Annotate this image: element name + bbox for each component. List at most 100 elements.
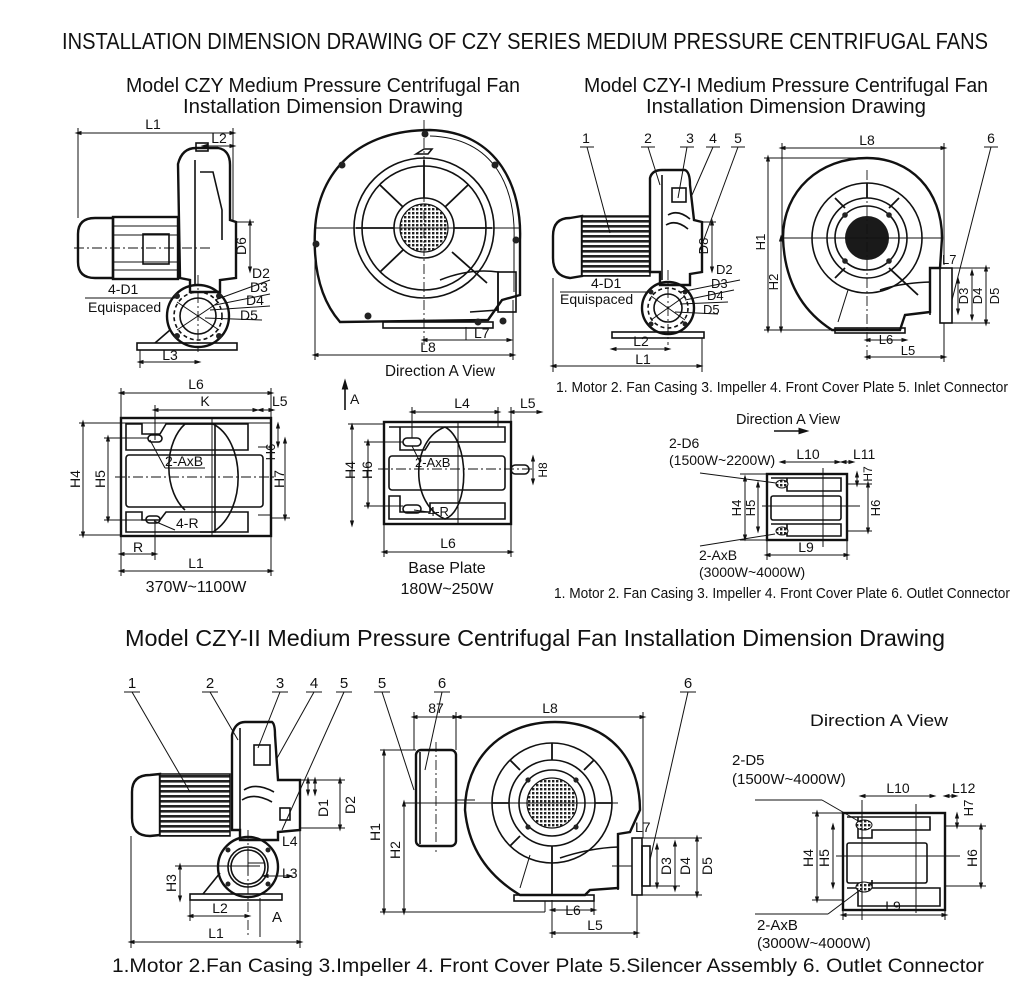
czy1-label-D2: D2 — [716, 262, 733, 277]
base180-caption-2: 180W~250W — [401, 581, 495, 598]
czy2-label-D5: D5 — [699, 857, 715, 875]
czy1-dir-2-D6: 2-D6 — [669, 435, 700, 451]
base180-caption-1: Base Plate — [408, 560, 485, 577]
czy2-dir-L10: L10 — [886, 780, 910, 796]
czy2-label-D4: D4 — [677, 857, 693, 875]
base370-label-R: R — [133, 539, 143, 555]
czy-base-plate-180-250: A L4 L5 H4 H6 H8 2-AxB 4-R L6 Base Plate… — [341, 378, 550, 598]
czy-heading-line1: Model CZY Medium Pressure Centrifugal Fa… — [126, 75, 520, 97]
czy1-dir-2-AxB: 2-AxB — [699, 547, 737, 563]
czy2-dir-H4: H4 — [800, 849, 816, 867]
czy1-label-L7: L7 — [942, 252, 956, 267]
base180-label-A: A — [350, 391, 360, 407]
czy2-label-B7: 87 — [428, 700, 444, 716]
base180-label-L6: L6 — [440, 535, 456, 551]
czy1-label-L1: L1 — [635, 351, 651, 367]
czy2-num-4: 4 — [310, 675, 318, 692]
czy1-label-D8: D8 — [696, 238, 711, 255]
czy1-label-4-D1: 4-D1 — [591, 275, 622, 291]
base370-caption: 370W~1100W — [146, 579, 248, 596]
czy2-dir-H6: H6 — [964, 849, 980, 867]
czy1-label-D5: D5 — [987, 288, 1002, 305]
czy1-dir-L9: L9 — [798, 539, 814, 555]
base370-label-H7: H7 — [271, 470, 287, 488]
czy1-side-view: 1 2 3 4 5 D8 D2 D3 D4 D5 4-D1 Equispaced… — [549, 130, 745, 372]
czy2-dir-AxB-range: (3000W~4000W) — [757, 935, 871, 952]
czy2-label-L6: L6 — [565, 902, 581, 918]
czy2-label-A: A — [272, 909, 282, 926]
czy1-parts-legend-2: 1. Motor 2. Fan Casing 3. Impeller 4. Fr… — [554, 585, 1010, 602]
czy2-front-num-6b: 6 — [684, 675, 692, 692]
base180-label-H6: H6 — [359, 461, 375, 479]
czy1-front-view: L8 6 H1 H2 L7 D3 D4 D5 L6 L5 — [753, 130, 1002, 362]
czy1-num-2: 2 — [644, 130, 652, 146]
czy1-num-5: 5 — [734, 130, 742, 146]
czy2-dir-H5: H5 — [816, 849, 832, 867]
czy1-dir-AxB-range: (3000W~4000W) — [699, 564, 805, 580]
czy1-label-H1: H1 — [753, 234, 768, 251]
czy2-label-L1: L1 — [208, 925, 224, 941]
czy2-heading: Model CZY-II Medium Pressure Centrifugal… — [125, 625, 945, 651]
czy1-label-D5: D5 — [703, 302, 720, 317]
czy1-label-L8: L8 — [859, 132, 875, 148]
czy2-num-3: 3 — [276, 675, 284, 692]
czy-label-D4: D4 — [246, 292, 264, 308]
czy1-dir-H4: H4 — [729, 500, 744, 517]
base370-label-4-R: 4-R — [176, 515, 199, 531]
czy2-label-L8: L8 — [542, 700, 558, 716]
base370-label-2-AxB: 2-AxB — [165, 453, 203, 469]
czy1-dir-H6: H6 — [868, 500, 883, 517]
czy-label-L8: L8 — [420, 339, 436, 355]
base370-label-K: K — [200, 393, 210, 409]
czy-label-D5: D5 — [240, 307, 258, 323]
base180-label-L4: L4 — [454, 395, 470, 411]
czy2-label-L5: L5 — [587, 917, 603, 933]
czy2-dir-L9: L9 — [885, 898, 901, 914]
czy2-dir-L12: L12 — [952, 780, 976, 796]
czy1-num-1: 1 — [582, 130, 590, 146]
czy2-num-5: 5 — [340, 675, 348, 692]
czy-label-L1: L1 — [145, 116, 161, 132]
czy1-dir-L11: L11 — [853, 446, 876, 462]
base370-label-L1: L1 — [188, 555, 204, 571]
czy1-num-6: 6 — [987, 130, 995, 146]
czy2-label-H3: H3 — [163, 874, 179, 892]
czy1-num-3: 3 — [686, 130, 694, 146]
czy2-dir-D5-range: (1500W~4000W) — [732, 771, 846, 788]
czy2-label-L3: L3 — [282, 865, 298, 881]
czy2-direction-a-view: Direction A View 2-D5 (1500W~4000W) L10 … — [732, 711, 986, 952]
czy-label-equispaced: Equispaced — [88, 299, 161, 315]
base370-label-H5: H5 — [92, 470, 108, 488]
czy1-label-H2: H2 — [766, 274, 781, 291]
czy2-label-L4: L4 — [282, 833, 298, 849]
czy-front-caption: Direction A View — [385, 363, 495, 380]
czy2-side-view: 1 2 3 4 5 D1 D2 L4 L3 H3 L2 A L1 — [124, 675, 358, 948]
czy1-label-D3: D3 — [956, 288, 971, 305]
base370-label-H4: H4 — [67, 470, 83, 488]
base370-label-L5: L5 — [272, 393, 288, 409]
czy-front-view: L7 L8 Direction A View — [311, 120, 522, 380]
czy-label-4-D1: 4-D1 — [108, 281, 139, 297]
czy2-dir-H7: H7 — [961, 800, 976, 817]
czy2-label-H2: H2 — [387, 841, 403, 859]
base180-label-2-AxB: 2-AxB — [415, 455, 450, 470]
czy-heading-line2: Installation Dimension Drawing — [183, 96, 463, 118]
czy2-label-D2: D2 — [342, 796, 358, 814]
czy1-heading-line2: Installation Dimension Drawing — [646, 96, 926, 118]
czy1-label-L2: L2 — [633, 333, 649, 349]
base370-label-H6: H6 — [263, 444, 278, 461]
czy2-num-1: 1 — [128, 675, 136, 692]
czy-base-plate-370-1100: L6 K L5 H4 H5 H6 H7 2-AxB 4-R R L1 370W~… — [67, 376, 290, 596]
base180-label-H8: H8 — [536, 462, 550, 478]
czy1-dir-D6-range: (1500W~2200W) — [669, 452, 775, 468]
czy1-num-4: 4 — [709, 130, 717, 146]
base180-label-4-R: 4-R — [428, 504, 449, 519]
czy-label-D2: D2 — [252, 265, 270, 281]
czy2-dir-2-D5: 2-D5 — [732, 752, 765, 769]
czy1-label-D4: D4 — [707, 288, 724, 303]
czy2-front-num-5: 5 — [378, 675, 386, 692]
czy1-label-L5: L5 — [901, 343, 915, 358]
czy-label-L2: L2 — [211, 130, 227, 146]
czy2-num-2: 2 — [206, 675, 214, 692]
